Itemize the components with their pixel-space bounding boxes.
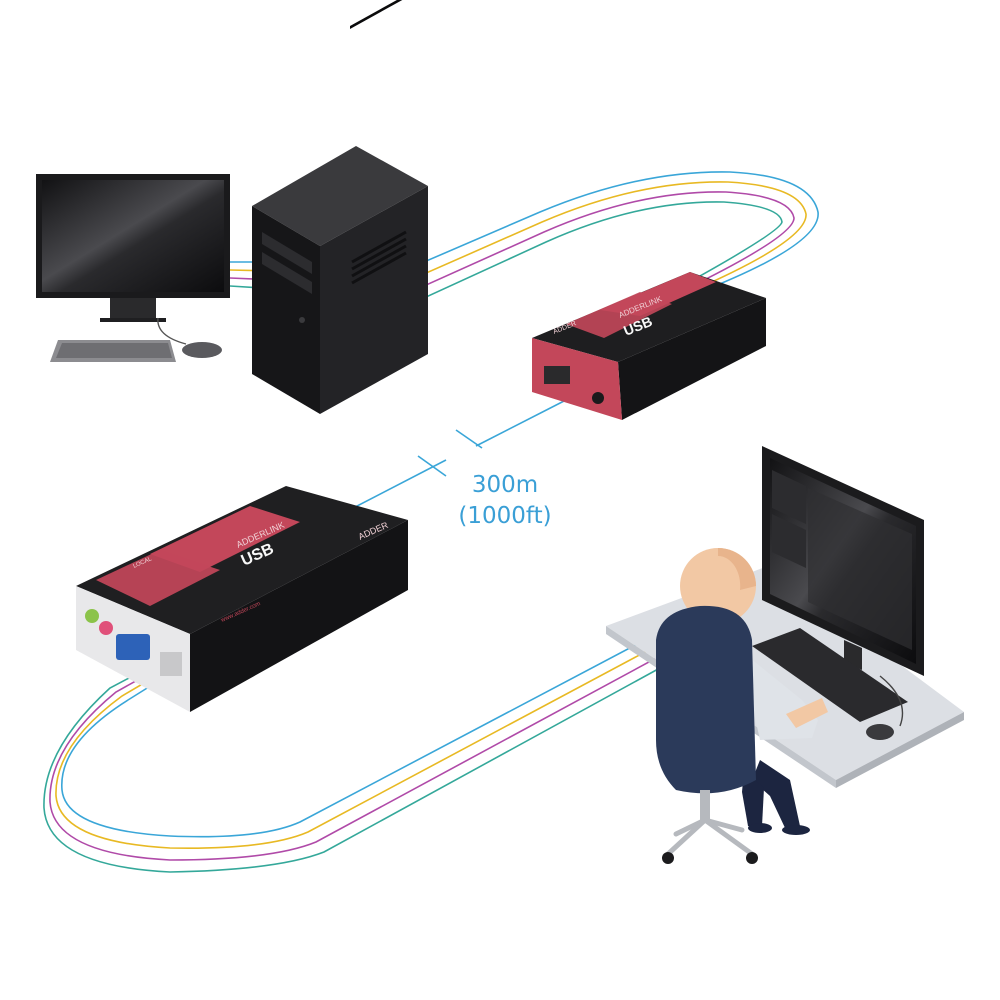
person-icon: [680, 548, 828, 835]
distance-feet: (1000ft): [458, 503, 552, 529]
local-mouse-icon: [157, 317, 222, 358]
cable-bundle-upper: [229, 171, 819, 319]
local-keyboard-icon: [50, 340, 176, 362]
distance-label: 300m (1000ft): [440, 470, 570, 532]
cable-bundle-lower: [43, 631, 661, 873]
distance-meters: 300m: [471, 472, 539, 498]
remote-extender-icon: ADDERLINK USB ADDER: [532, 272, 766, 420]
remote-mouse-icon: [866, 675, 904, 740]
local-monitor-icon: [36, 174, 230, 322]
pc-tower-icon: [252, 0, 428, 414]
remote-keyboard-icon: [752, 628, 908, 722]
remote-monitor-icon: [762, 446, 924, 676]
office-chair-icon: [656, 605, 758, 864]
local-extender-icon: ADDERLINK USB ADDER LOCAL www.adder.com: [76, 486, 408, 712]
